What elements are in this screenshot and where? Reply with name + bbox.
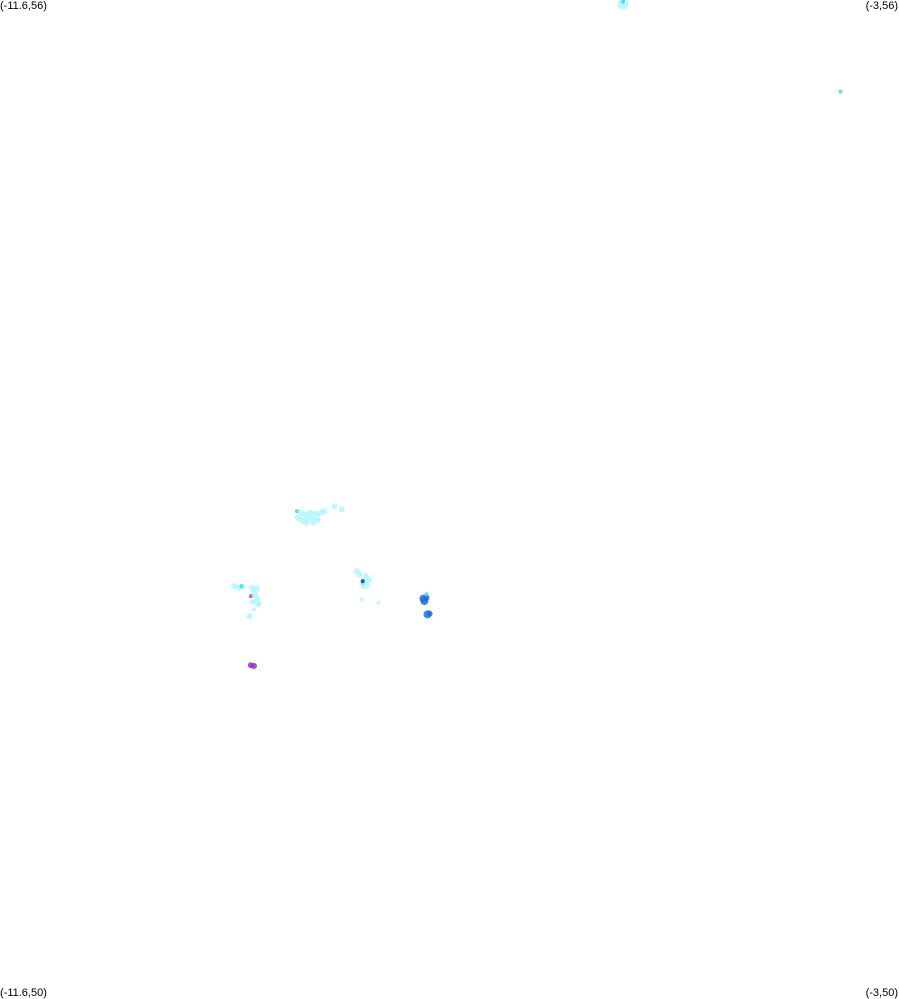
map-point[interactable] xyxy=(250,598,256,605)
map-point[interactable] xyxy=(246,613,253,620)
map-point[interactable] xyxy=(424,592,429,597)
map-point[interactable] xyxy=(331,503,338,510)
map-point[interactable] xyxy=(360,579,365,584)
map-point[interactable] xyxy=(251,663,257,669)
map-point[interactable] xyxy=(420,597,429,606)
map-point[interactable] xyxy=(376,600,381,605)
map-point[interactable] xyxy=(314,517,321,524)
map-point[interactable] xyxy=(356,571,363,578)
map-point[interactable] xyxy=(618,1,626,10)
map-point[interactable] xyxy=(362,573,369,580)
corner-label-bottom-right: (-3,50) xyxy=(865,987,898,999)
map-point[interactable] xyxy=(248,594,253,599)
corner-label-top-right: (-3,56) xyxy=(865,0,898,12)
map-point[interactable] xyxy=(255,601,262,608)
map-point[interactable] xyxy=(360,583,367,590)
map-point[interactable] xyxy=(359,597,364,602)
map-point[interactable] xyxy=(321,508,328,515)
map-point[interactable] xyxy=(303,519,310,526)
map-point[interactable] xyxy=(621,0,625,4)
map-point[interactable] xyxy=(239,584,244,589)
map-point[interactable] xyxy=(426,610,433,617)
map-point[interactable] xyxy=(338,506,345,513)
corner-label-top-left: (-11.6,56) xyxy=(0,0,47,12)
map-point[interactable] xyxy=(252,607,256,612)
map-point[interactable] xyxy=(366,577,372,584)
corner-label-bottom-left: (-11.6,50) xyxy=(0,987,47,999)
map-point[interactable] xyxy=(294,509,299,514)
map-point[interactable] xyxy=(838,89,843,94)
